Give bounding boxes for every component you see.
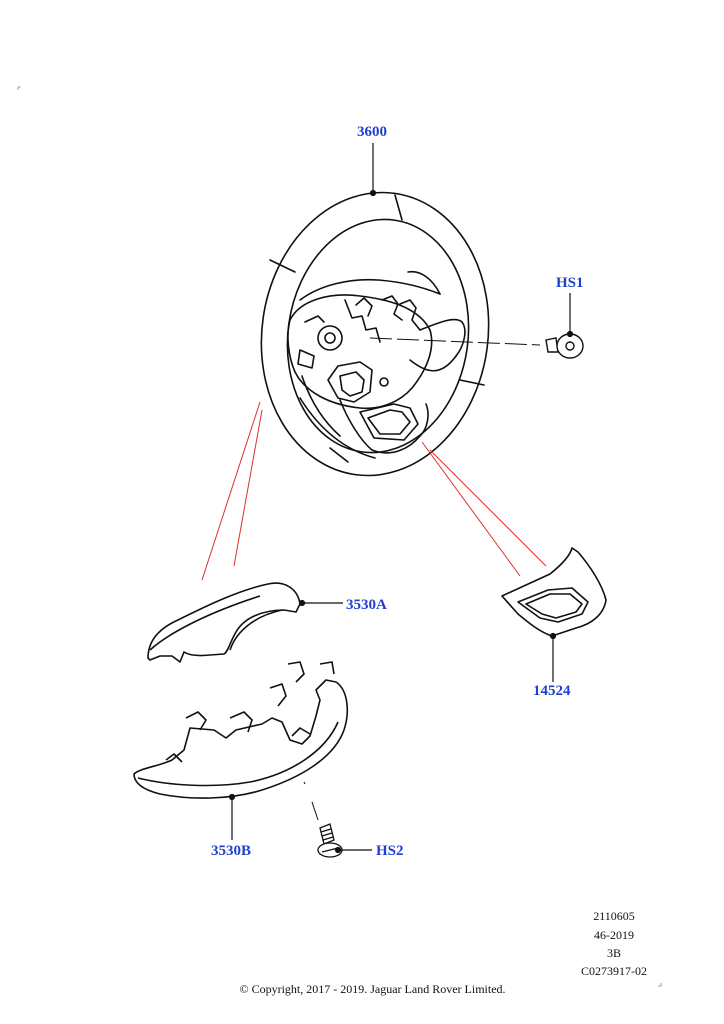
callout-hs1[interactable]: HS1 — [556, 275, 584, 291]
callout-3530b[interactable]: 3530B — [211, 843, 252, 859]
info-line-3: 3B — [606, 946, 621, 960]
copyright-text: © Copyright, 2017 - 2019. Jaguar Land Ro… — [239, 982, 506, 996]
hs1-axis-line — [369, 337, 541, 346]
bezel-drawing — [501, 547, 607, 637]
bolt-hs1-drawing — [545, 333, 584, 359]
info-line-2: 46-2019 — [594, 928, 634, 942]
callout-3600[interactable]: 3600 — [357, 124, 387, 140]
corner-mark-bottom-right — [658, 983, 662, 987]
corner-mark-top-left — [17, 86, 21, 90]
callout-14524[interactable]: 14524 — [533, 683, 571, 699]
leader-lines — [228, 143, 574, 854]
hs2-axis-line-2 — [311, 801, 319, 821]
info-line-1: 2110605 — [593, 909, 635, 923]
explode-lines — [201, 401, 547, 581]
steering-wheel-drawing — [260, 191, 490, 477]
trim-cover-upper-drawing — [147, 582, 301, 663]
trim-cover-lower-drawing — [133, 661, 349, 799]
callout-hs2[interactable]: HS2 — [376, 843, 404, 859]
hs2-axis-line — [303, 781, 306, 785]
info-line-4: C0273917-02 — [581, 964, 647, 978]
callout-3530a[interactable]: 3530A — [346, 597, 387, 613]
